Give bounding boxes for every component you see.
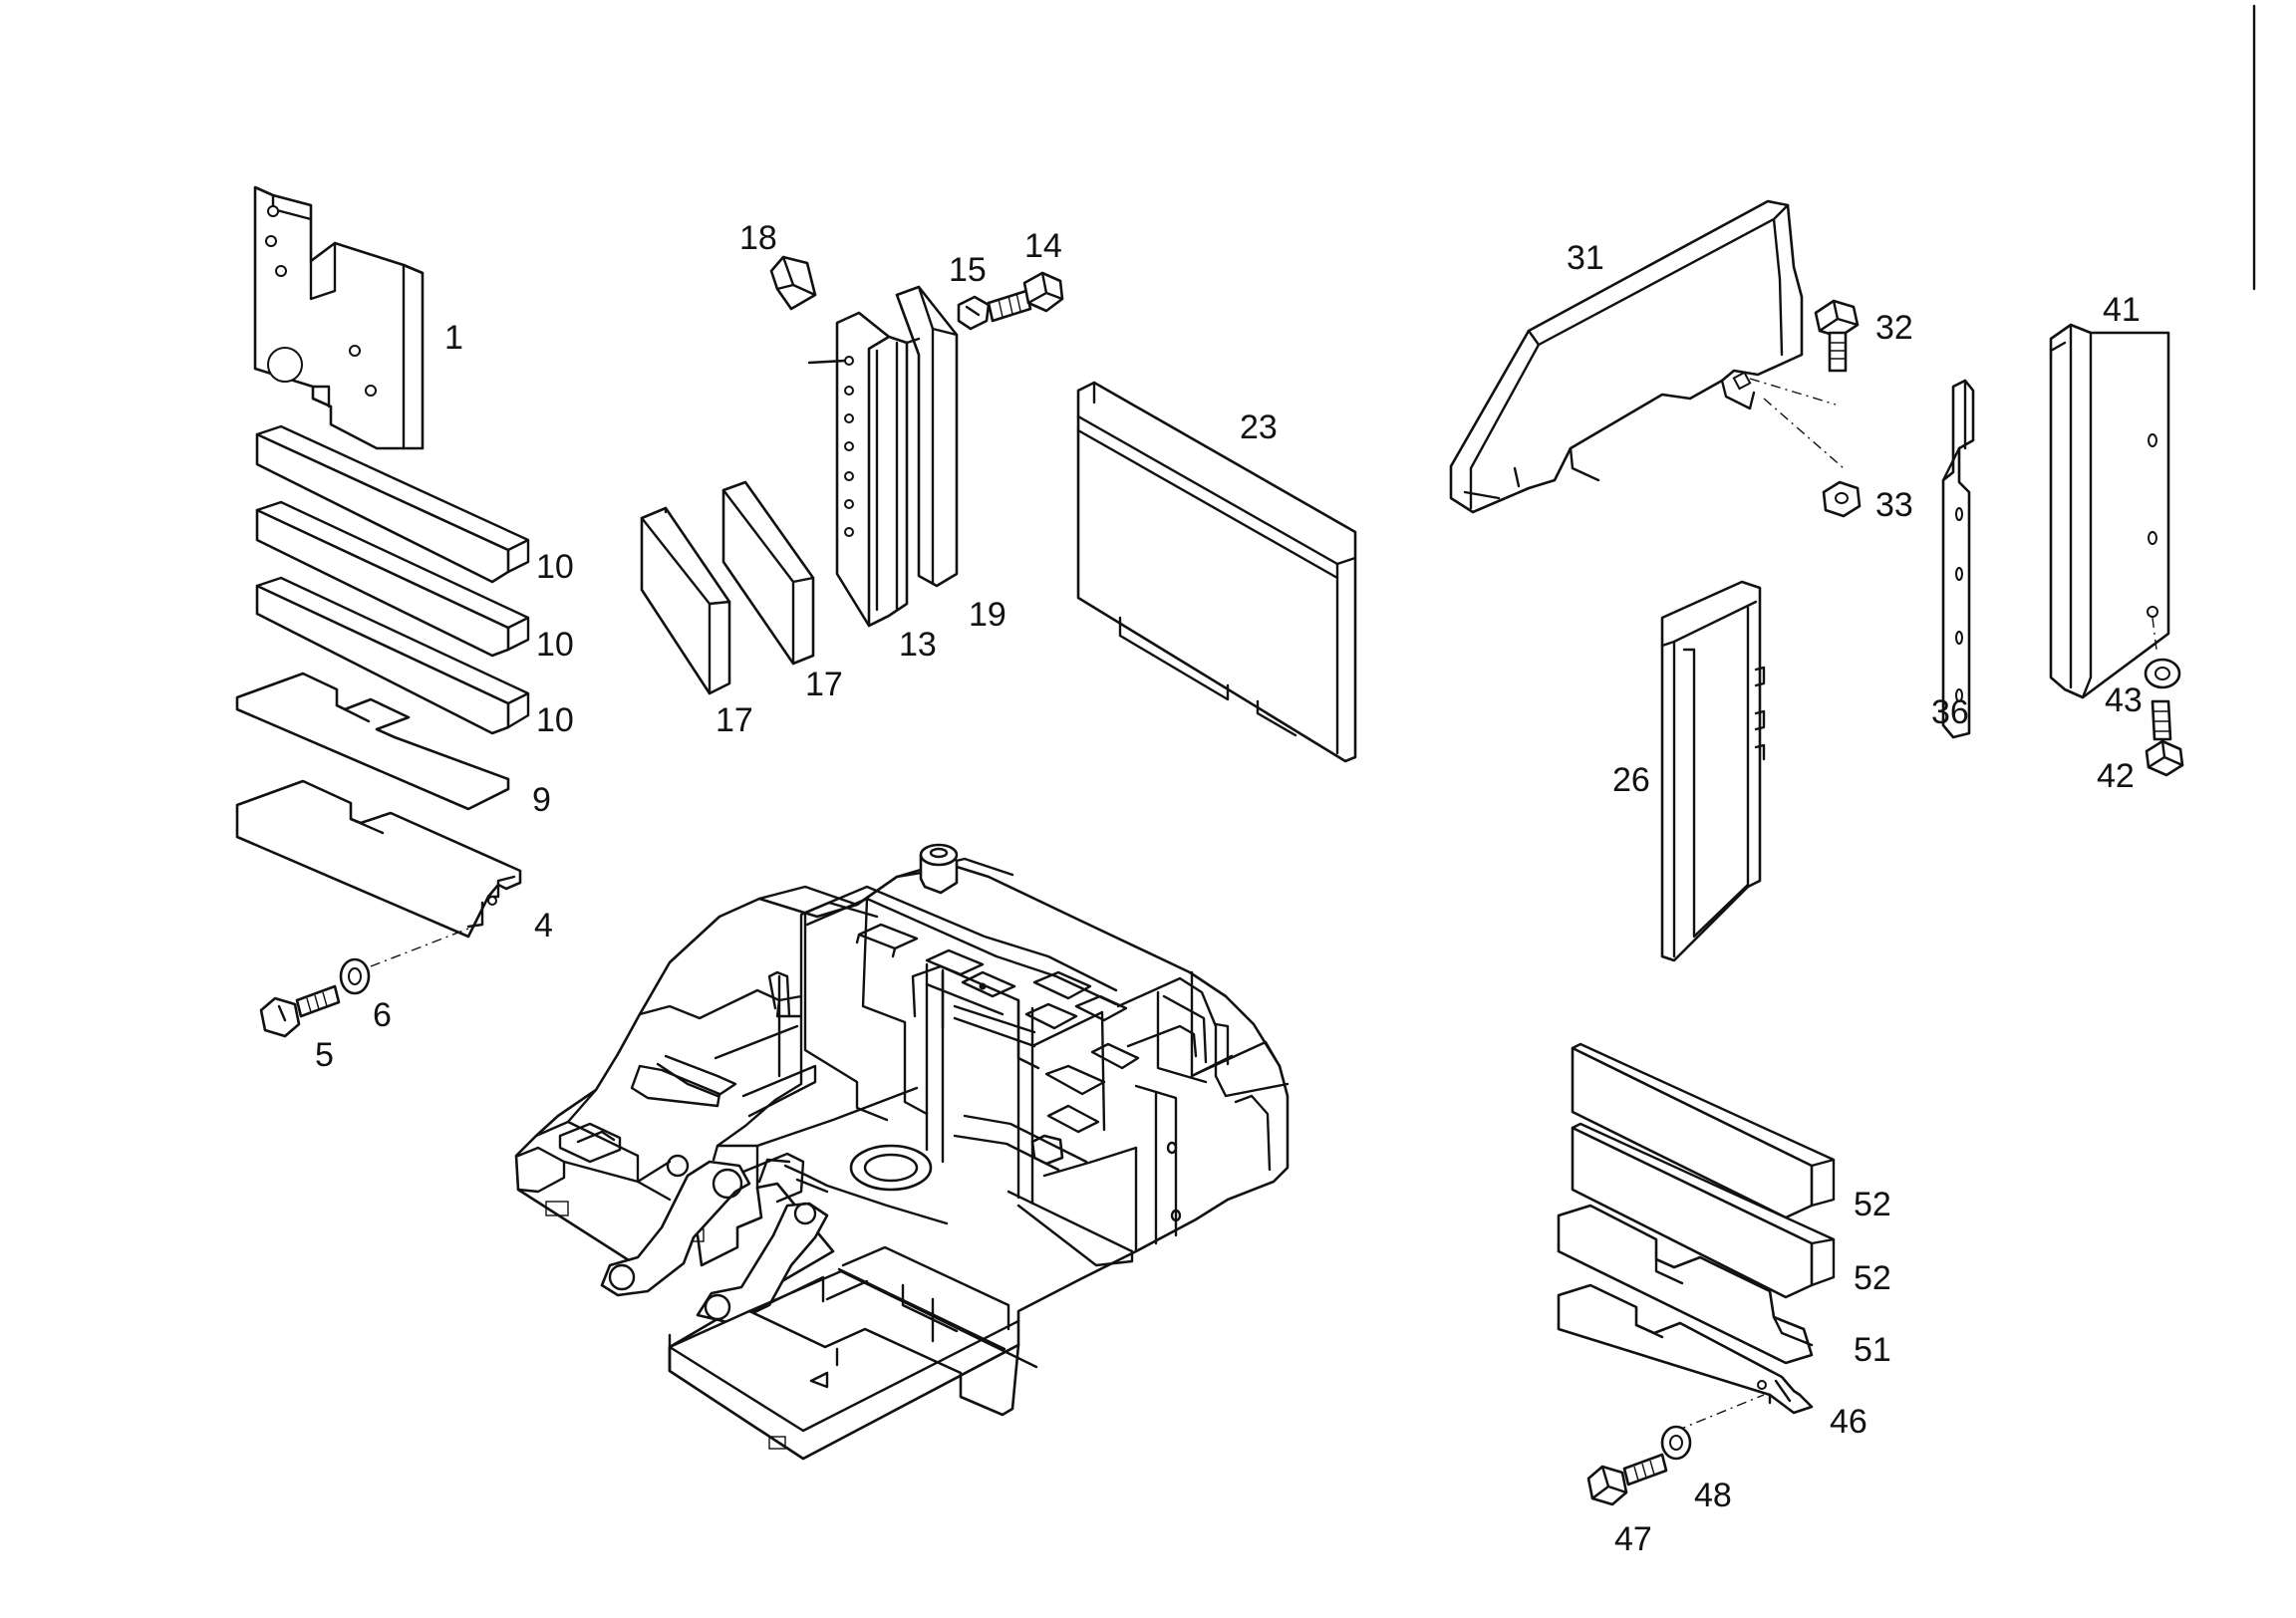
label-48: 48 [1694, 1477, 1732, 1514]
part-52-bar-bottom [1571, 1122, 1836, 1299]
part-17-plate-left [640, 506, 731, 695]
part-14-bolt [987, 271, 1064, 323]
part-26-frame [1660, 580, 1766, 962]
leader-43 [2152, 617, 2157, 651]
label-41: 41 [2103, 291, 2141, 329]
label-51: 51 [1854, 1331, 1891, 1369]
label-10-top: 10 [536, 548, 574, 586]
part-10-bar-top [255, 424, 530, 584]
label-1: 1 [444, 319, 463, 357]
part-13-bar [807, 311, 909, 628]
label-52-bottom: 52 [1854, 1259, 1891, 1297]
label-14: 14 [1024, 227, 1062, 265]
label-9: 9 [532, 781, 551, 819]
part-17-plate-right [721, 480, 815, 666]
part-4-bracket [235, 779, 522, 939]
label-43: 43 [2105, 681, 2143, 719]
label-6: 6 [373, 996, 392, 1034]
label-32: 32 [1875, 309, 1913, 347]
label-33: 33 [1875, 486, 1913, 524]
part-19-bar [895, 285, 959, 588]
part-33-nut [1822, 480, 1862, 518]
part-5-bolt [259, 984, 341, 1038]
part-23-panel [1076, 381, 1357, 763]
part-15-clip [957, 295, 991, 331]
part-1-plate [253, 185, 425, 450]
label-5: 5 [315, 1036, 334, 1074]
label-52-top: 52 [1854, 1186, 1891, 1223]
part-42-bolt [2145, 699, 2184, 777]
label-17-left: 17 [716, 701, 753, 739]
label-13: 13 [899, 626, 937, 664]
part-32-bolt [1814, 299, 1860, 373]
label-10-middle: 10 [536, 626, 574, 664]
part-6-washer [339, 957, 371, 995]
label-18: 18 [739, 219, 777, 257]
part-9-plate [235, 672, 510, 811]
part-10-bar-middle [255, 500, 530, 658]
leader-33 [1763, 398, 1845, 469]
part-48-washer [1660, 1425, 1692, 1461]
part-41-panel [2049, 323, 2170, 699]
part-46-bracket [1557, 1283, 1814, 1415]
leader-5-6-to-4 [370, 928, 469, 967]
label-46: 46 [1830, 1403, 1867, 1441]
part-43-washer [2144, 658, 2181, 689]
leader-47-48-to-46 [1675, 1394, 1765, 1432]
part-31-panel [1449, 199, 1804, 514]
label-23: 23 [1240, 408, 1278, 446]
label-17-right: 17 [805, 666, 843, 703]
label-26: 26 [1612, 761, 1650, 799]
label-19: 19 [969, 596, 1006, 634]
label-15: 15 [949, 251, 987, 289]
label-36: 36 [1931, 693, 1969, 731]
label-31: 31 [1567, 239, 1604, 277]
part-47-bolt [1586, 1453, 1668, 1506]
part-51-plate [1557, 1204, 1814, 1365]
part-18-block [769, 255, 817, 311]
machine-body [514, 843, 1290, 1461]
part-36-strip [1941, 379, 1975, 739]
part-number-labels: 1 10 10 10 9 4 5 6 18 15 14 19 13 17 17 … [315, 219, 2143, 1558]
part-52-bar-top [1571, 1042, 1836, 1219]
part-10-bar-bottom [255, 576, 530, 735]
label-47: 47 [1614, 1520, 1652, 1558]
label-42: 42 [2097, 757, 2135, 795]
label-4: 4 [534, 907, 553, 944]
leader-32 [1749, 378, 1837, 405]
label-10-bottom: 10 [536, 701, 574, 739]
